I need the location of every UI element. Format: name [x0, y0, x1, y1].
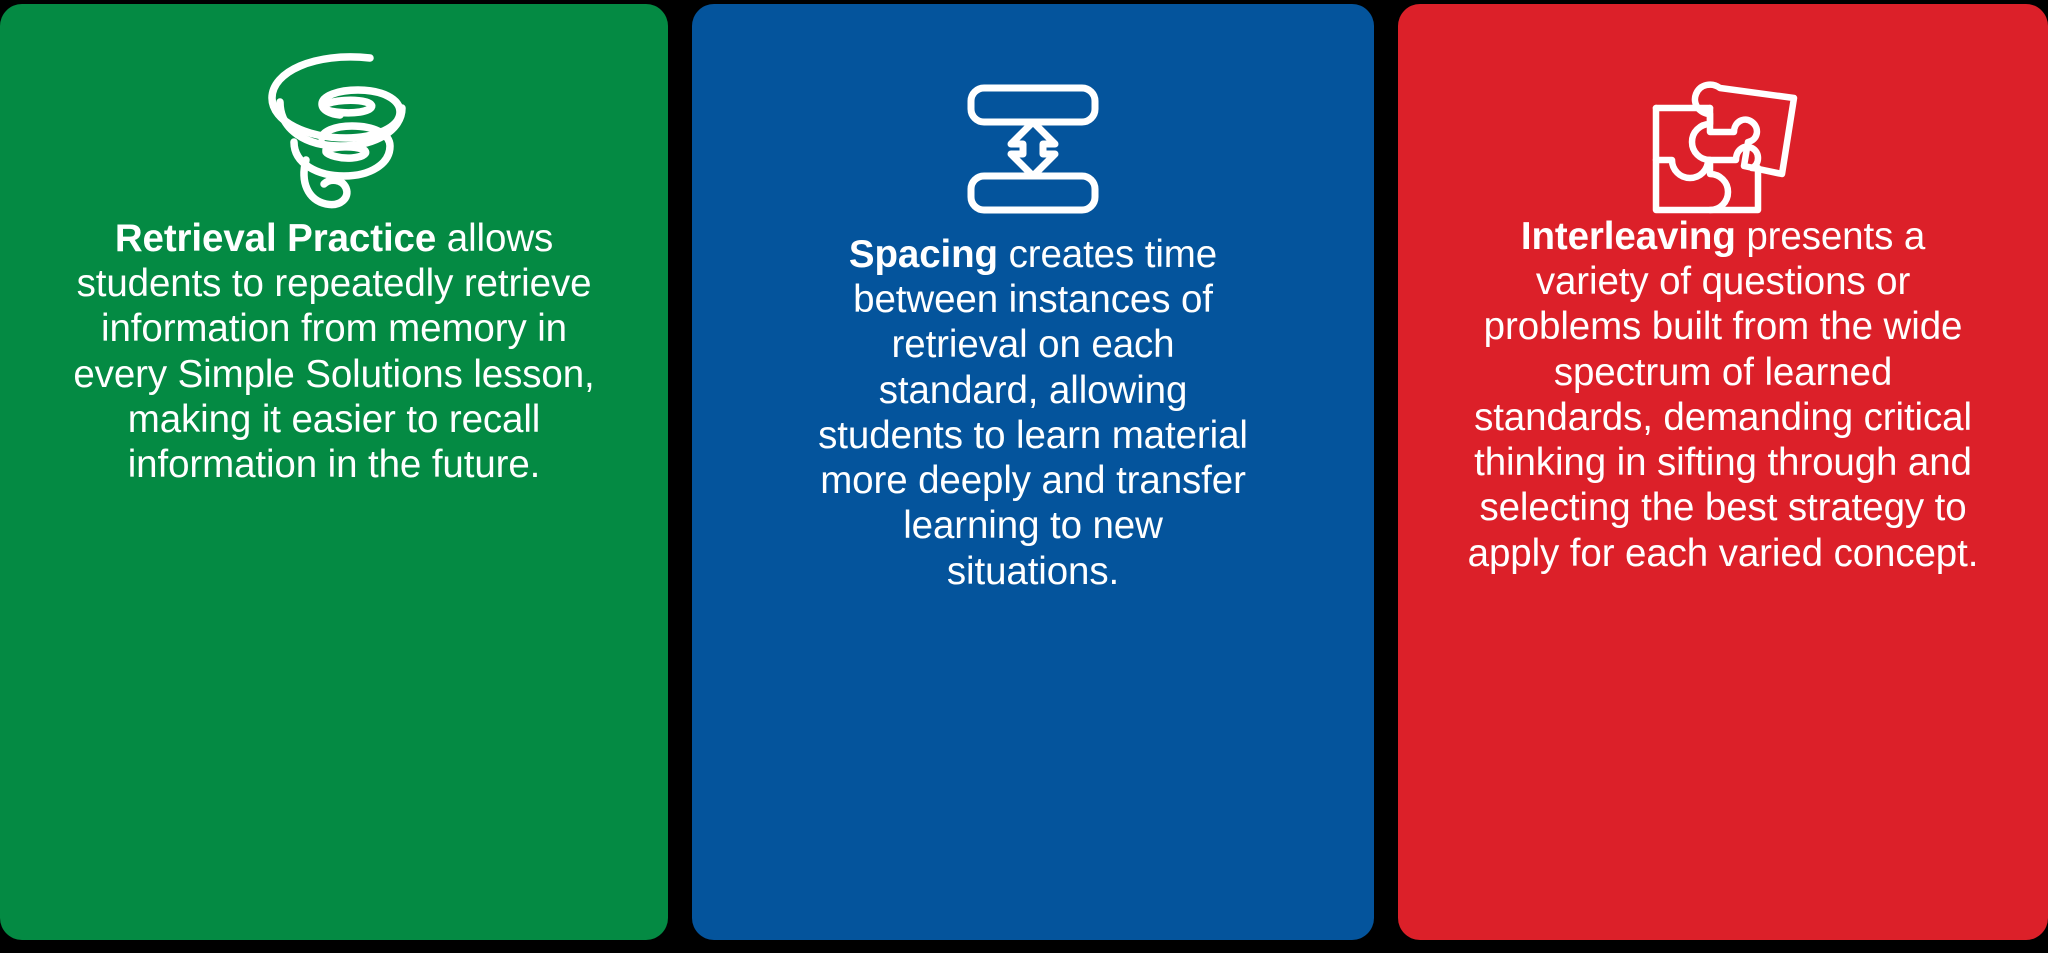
card-lead-spacing: Spacing — [848, 233, 998, 276]
card-body-spacing: creates time between instances of retrie… — [818, 233, 1248, 593]
card-text-spacing: Spacing creates time between instances o… — [780, 214, 1286, 594]
tornado-icon — [0, 4, 668, 214]
card-spacing: Spacing creates time between instances o… — [692, 4, 1374, 940]
card-body-retrieval-practice: allows students to repeatedly retrieve i… — [73, 217, 595, 487]
card-text-interleaving: Interleaving presents a variety of quest… — [1431, 214, 2015, 576]
card-lead-interleaving: Interleaving — [1520, 215, 1736, 258]
card-retrieval-practice: Retrieval Practice allows students to re… — [0, 4, 668, 940]
card-body-interleaving: presents a variety of questions or probl… — [1467, 215, 1979, 575]
card-lead-retrieval-practice: Retrieval Practice — [114, 217, 437, 260]
vertical-spacing-arrow-icon — [692, 4, 1374, 214]
card-interleaving: Interleaving presents a variety of quest… — [1398, 4, 2048, 940]
card-text-retrieval-practice: Retrieval Practice allows students to re… — [34, 214, 634, 487]
puzzle-pieces-icon — [1398, 4, 2048, 214]
